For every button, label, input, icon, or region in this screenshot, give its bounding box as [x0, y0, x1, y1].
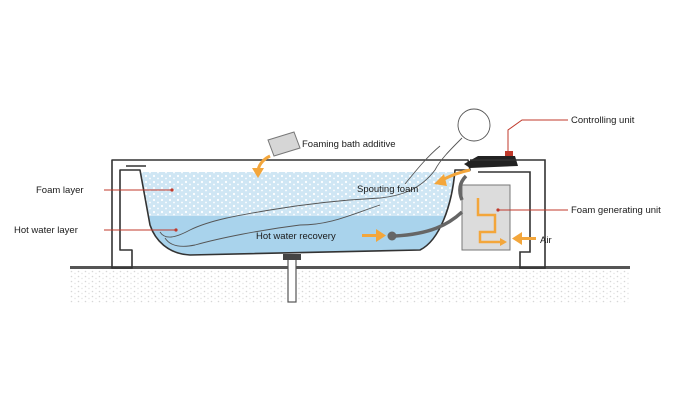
- additive-packet: [267, 131, 301, 157]
- label-foam-generating-unit: Foam generating unit: [571, 205, 661, 216]
- equipment-housing: [470, 159, 546, 269]
- label-hot-water-layer: Hot water layer: [14, 225, 78, 236]
- recovery-port: [387, 231, 397, 241]
- tub-contents: [140, 172, 455, 255]
- controlling-unit: [464, 151, 518, 168]
- foam-generating-unit: [461, 184, 511, 251]
- air-arrow: [512, 232, 536, 245]
- bathtub: [111, 159, 471, 269]
- additive-arrow: [252, 154, 271, 178]
- recovery-arrow: [362, 229, 386, 242]
- controlling-unit-leader: [507, 119, 568, 152]
- leader-lines: [104, 119, 568, 232]
- spouting-foam-arrow: [434, 168, 471, 186]
- floor: [70, 266, 630, 303]
- drain-pipe: [283, 254, 301, 303]
- label-foaming-bath-additive: Foaming bath additive: [302, 139, 395, 150]
- flow-arrows: [252, 154, 536, 245]
- label-air: Air: [540, 235, 552, 246]
- label-foam-layer: Foam layer: [36, 185, 84, 196]
- label-spouting-foam: Spouting foam: [357, 184, 418, 195]
- label-controlling-unit: Controlling unit: [571, 115, 635, 126]
- label-hot-water-recovery: Hot water recovery: [256, 231, 336, 242]
- labels: Foaming bath additive Foam layer Hot wat…: [14, 115, 661, 246]
- hoses: [394, 174, 468, 238]
- person-outline: [159, 108, 491, 247]
